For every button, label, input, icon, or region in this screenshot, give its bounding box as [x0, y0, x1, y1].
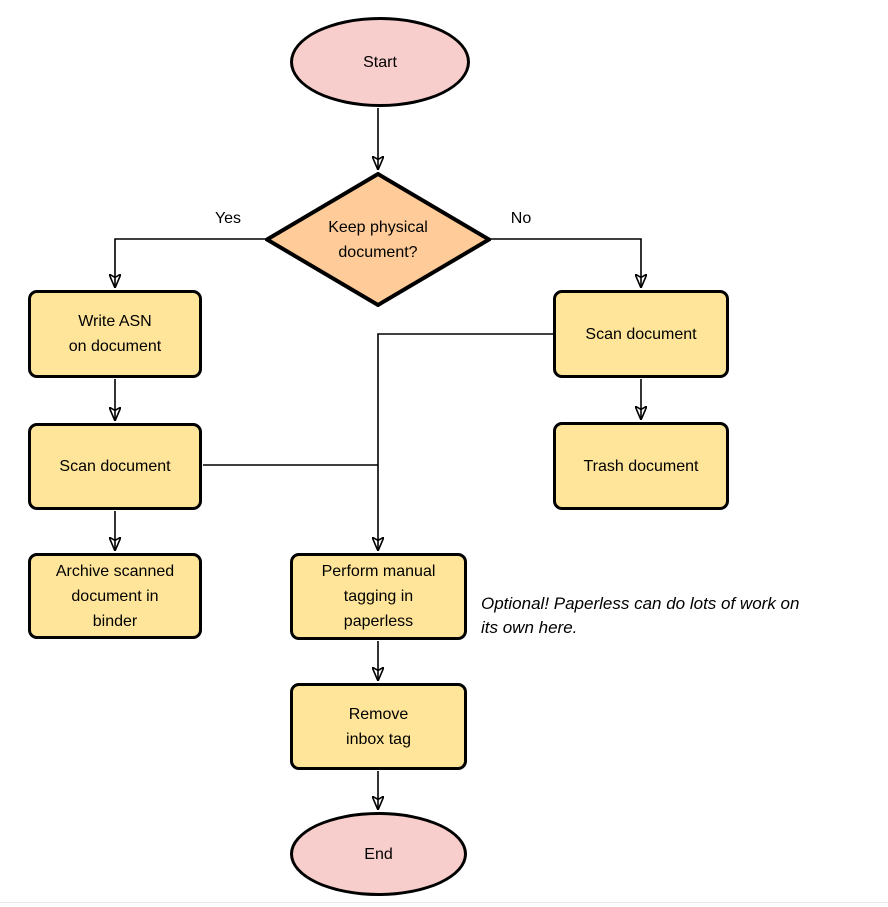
node-scan-document-left: Scan document [28, 423, 202, 510]
node-archive-binder: Archive scanned document in binder [28, 553, 202, 639]
node-end-label: End [364, 845, 393, 863]
node-scan-document-right-label: Scan document [585, 325, 697, 343]
node-write-asn-label: Write ASN on document [68, 313, 162, 355]
node-start: Start [290, 17, 470, 107]
node-trash-document-label: Trash document [583, 457, 699, 475]
edge-label-yes: Yes [200, 210, 256, 228]
edge-label-no: No [496, 210, 546, 228]
node-manual-tagging: Perform manual tagging in paperless [290, 553, 467, 640]
node-start-label: Start [363, 53, 397, 71]
node-scan-document-left-label: Scan document [59, 458, 171, 475]
node-decision: Keep physical document? [265, 172, 491, 307]
bottom-divider [0, 902, 888, 907]
node-end: End [290, 812, 467, 896]
decision-diamond-shape [265, 172, 491, 307]
node-remove-inbox-tag: Remove inbox tag [290, 683, 467, 770]
node-trash-document: Trash document [553, 422, 729, 510]
node-manual-tagging-label: Perform manual tagging in paperless [321, 563, 436, 630]
edge-decision-write-asn-yes [115, 238, 265, 287]
annotation-note: Optional! Paperless can do lots of work … [481, 594, 800, 637]
edge-scan-right-tagging [378, 333, 553, 550]
node-archive-binder-label: Archive scanned document in binder [55, 562, 175, 630]
node-write-asn: Write ASN on document [28, 290, 202, 378]
node-decision-label: Keep physical document? [328, 218, 428, 261]
node-scan-document-right: Scan document [553, 290, 729, 378]
node-remove-inbox-tag-label: Remove inbox tag [346, 705, 411, 748]
edge-decision-scan-right-no [491, 238, 641, 287]
